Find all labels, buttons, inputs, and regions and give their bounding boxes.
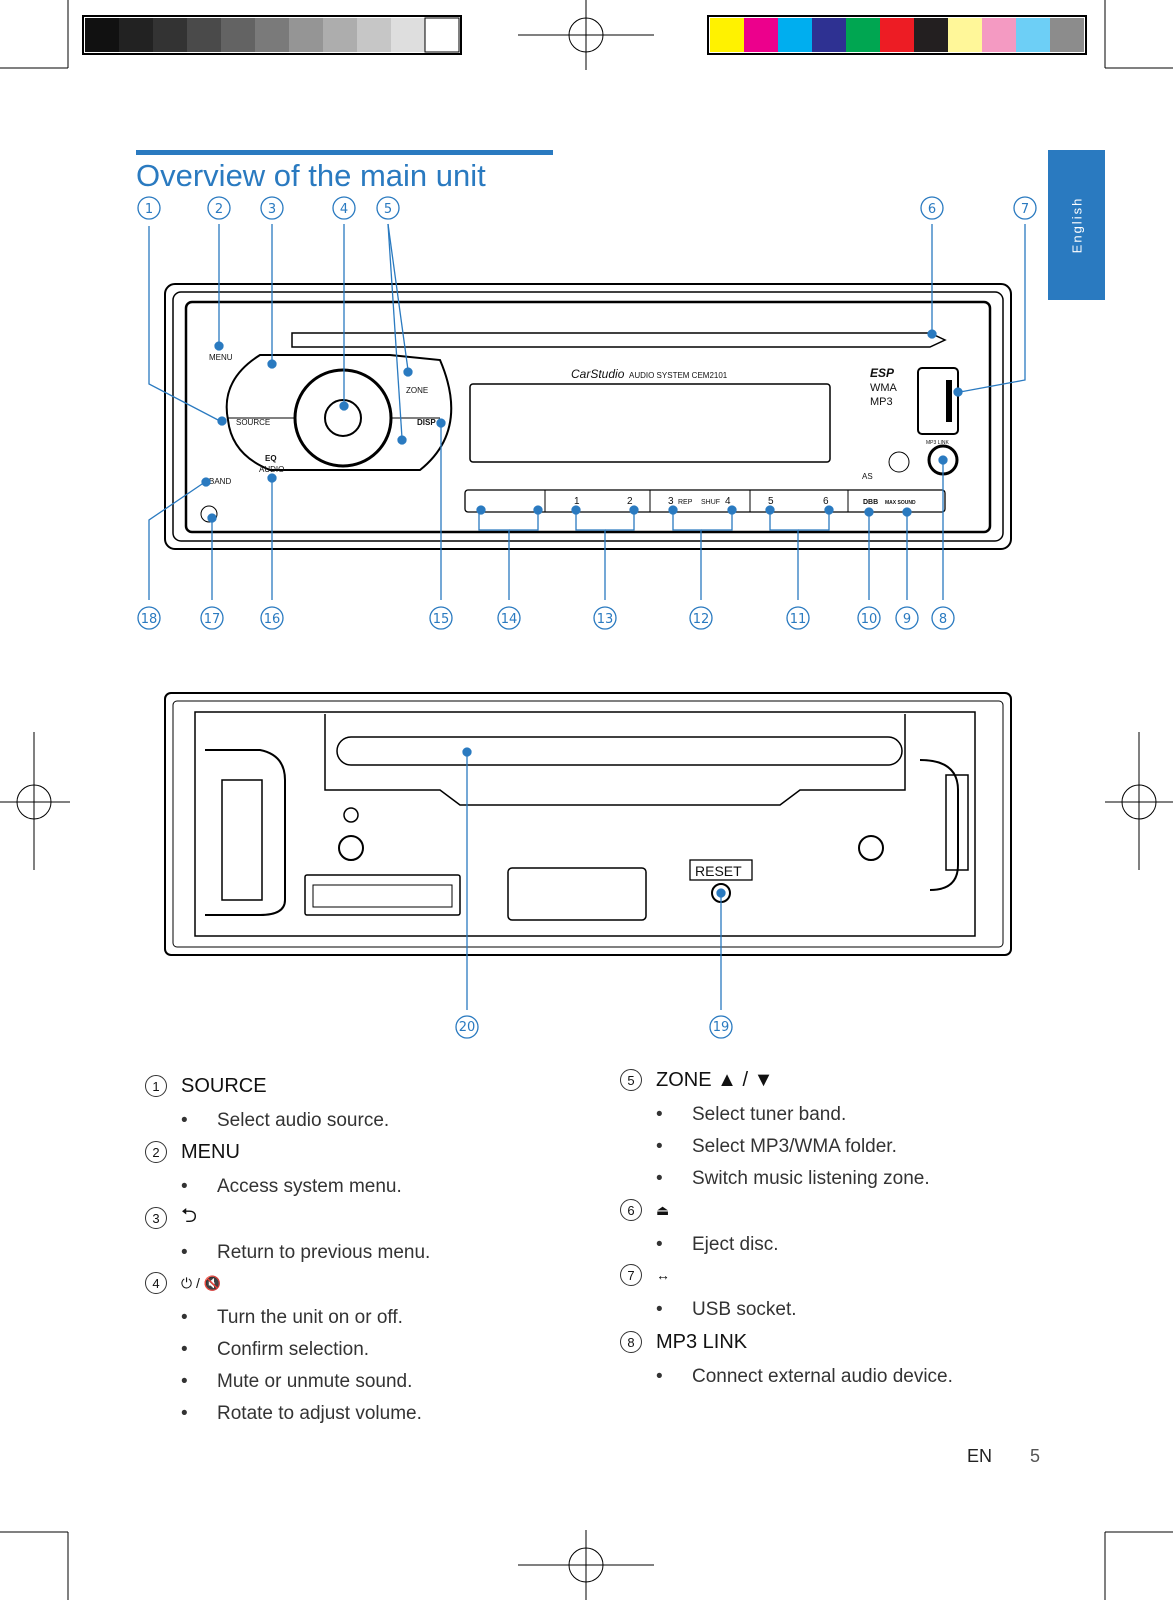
svg-text:CarStudio: CarStudio <box>571 367 625 381</box>
svg-text:7: 7 <box>1021 202 1029 217</box>
svg-text:18: 18 <box>141 612 158 627</box>
svg-text:2: 2 <box>215 202 223 217</box>
footer-lang: EN <box>967 1446 993 1466</box>
svg-text:19: 19 <box>713 1020 730 1035</box>
svg-text:15: 15 <box>433 612 450 627</box>
svg-text:11: 11 <box>790 612 807 627</box>
svg-text:AS: AS <box>862 472 873 481</box>
svg-text:13: 13 <box>597 612 614 627</box>
grayscale-bar <box>82 15 462 55</box>
svg-text:SHUF: SHUF <box>701 499 720 506</box>
svg-text:10: 10 <box>861 612 878 627</box>
svg-text:16: 16 <box>264 612 281 627</box>
svg-text:EQ: EQ <box>265 454 277 463</box>
svg-text:ESP: ESP <box>870 366 895 380</box>
svg-text:12: 12 <box>693 612 710 627</box>
svg-text:DISP: DISP <box>417 418 436 427</box>
svg-text:1: 1 <box>145 202 153 217</box>
svg-text:RESET: RESET <box>695 863 742 879</box>
title-rule <box>136 150 553 155</box>
svg-text:2: 2 <box>627 496 633 507</box>
svg-text:4: 4 <box>725 496 731 507</box>
svg-text:BAND: BAND <box>209 477 231 486</box>
svg-text:MENU: MENU <box>209 353 233 362</box>
section-back: 3⮌ Return to previous menu. <box>145 1205 430 1269</box>
page-title: Overview of the main unit <box>136 158 486 193</box>
svg-text:MAX SOUND: MAX SOUND <box>885 500 916 506</box>
svg-text:14: 14 <box>501 612 518 627</box>
svg-text:20: 20 <box>459 1020 476 1035</box>
svg-text:MP3: MP3 <box>870 396 893 408</box>
svg-text:5: 5 <box>768 496 774 507</box>
section-usb: 7↔ USB socket. <box>620 1262 797 1326</box>
svg-text:REP: REP <box>678 499 693 506</box>
svg-text:6: 6 <box>823 496 829 507</box>
svg-text:4: 4 <box>340 202 348 217</box>
svg-text:3: 3 <box>268 202 276 217</box>
svg-text:8: 8 <box>939 612 947 627</box>
svg-text:3: 3 <box>668 496 674 507</box>
svg-text:MP3 LINK: MP3 LINK <box>926 440 949 446</box>
svg-text:AUDIO SYSTEM CEM2101: AUDIO SYSTEM CEM2101 <box>629 371 728 380</box>
svg-text:WMA: WMA <box>870 382 898 394</box>
svg-text:SOURCE: SOURCE <box>236 418 270 427</box>
language-tab: English <box>1048 150 1105 300</box>
svg-text:1: 1 <box>574 496 580 507</box>
svg-text:AUDIO: AUDIO <box>259 465 284 474</box>
color-bar <box>707 15 1087 55</box>
svg-text:17: 17 <box>204 612 221 627</box>
svg-text:ZONE: ZONE <box>406 386 428 395</box>
section-power-mute: 4⏻ / 🔇 Turn the unit on or off. Confirm … <box>145 1270 422 1430</box>
svg-text:6: 6 <box>928 202 936 217</box>
page-number: 5 <box>1030 1446 1041 1466</box>
svg-text:5: 5 <box>384 202 392 217</box>
section-eject: 6⏏ Eject disc. <box>620 1197 779 1261</box>
svg-text:DBB: DBB <box>863 499 878 506</box>
svg-text:9: 9 <box>903 612 911 627</box>
